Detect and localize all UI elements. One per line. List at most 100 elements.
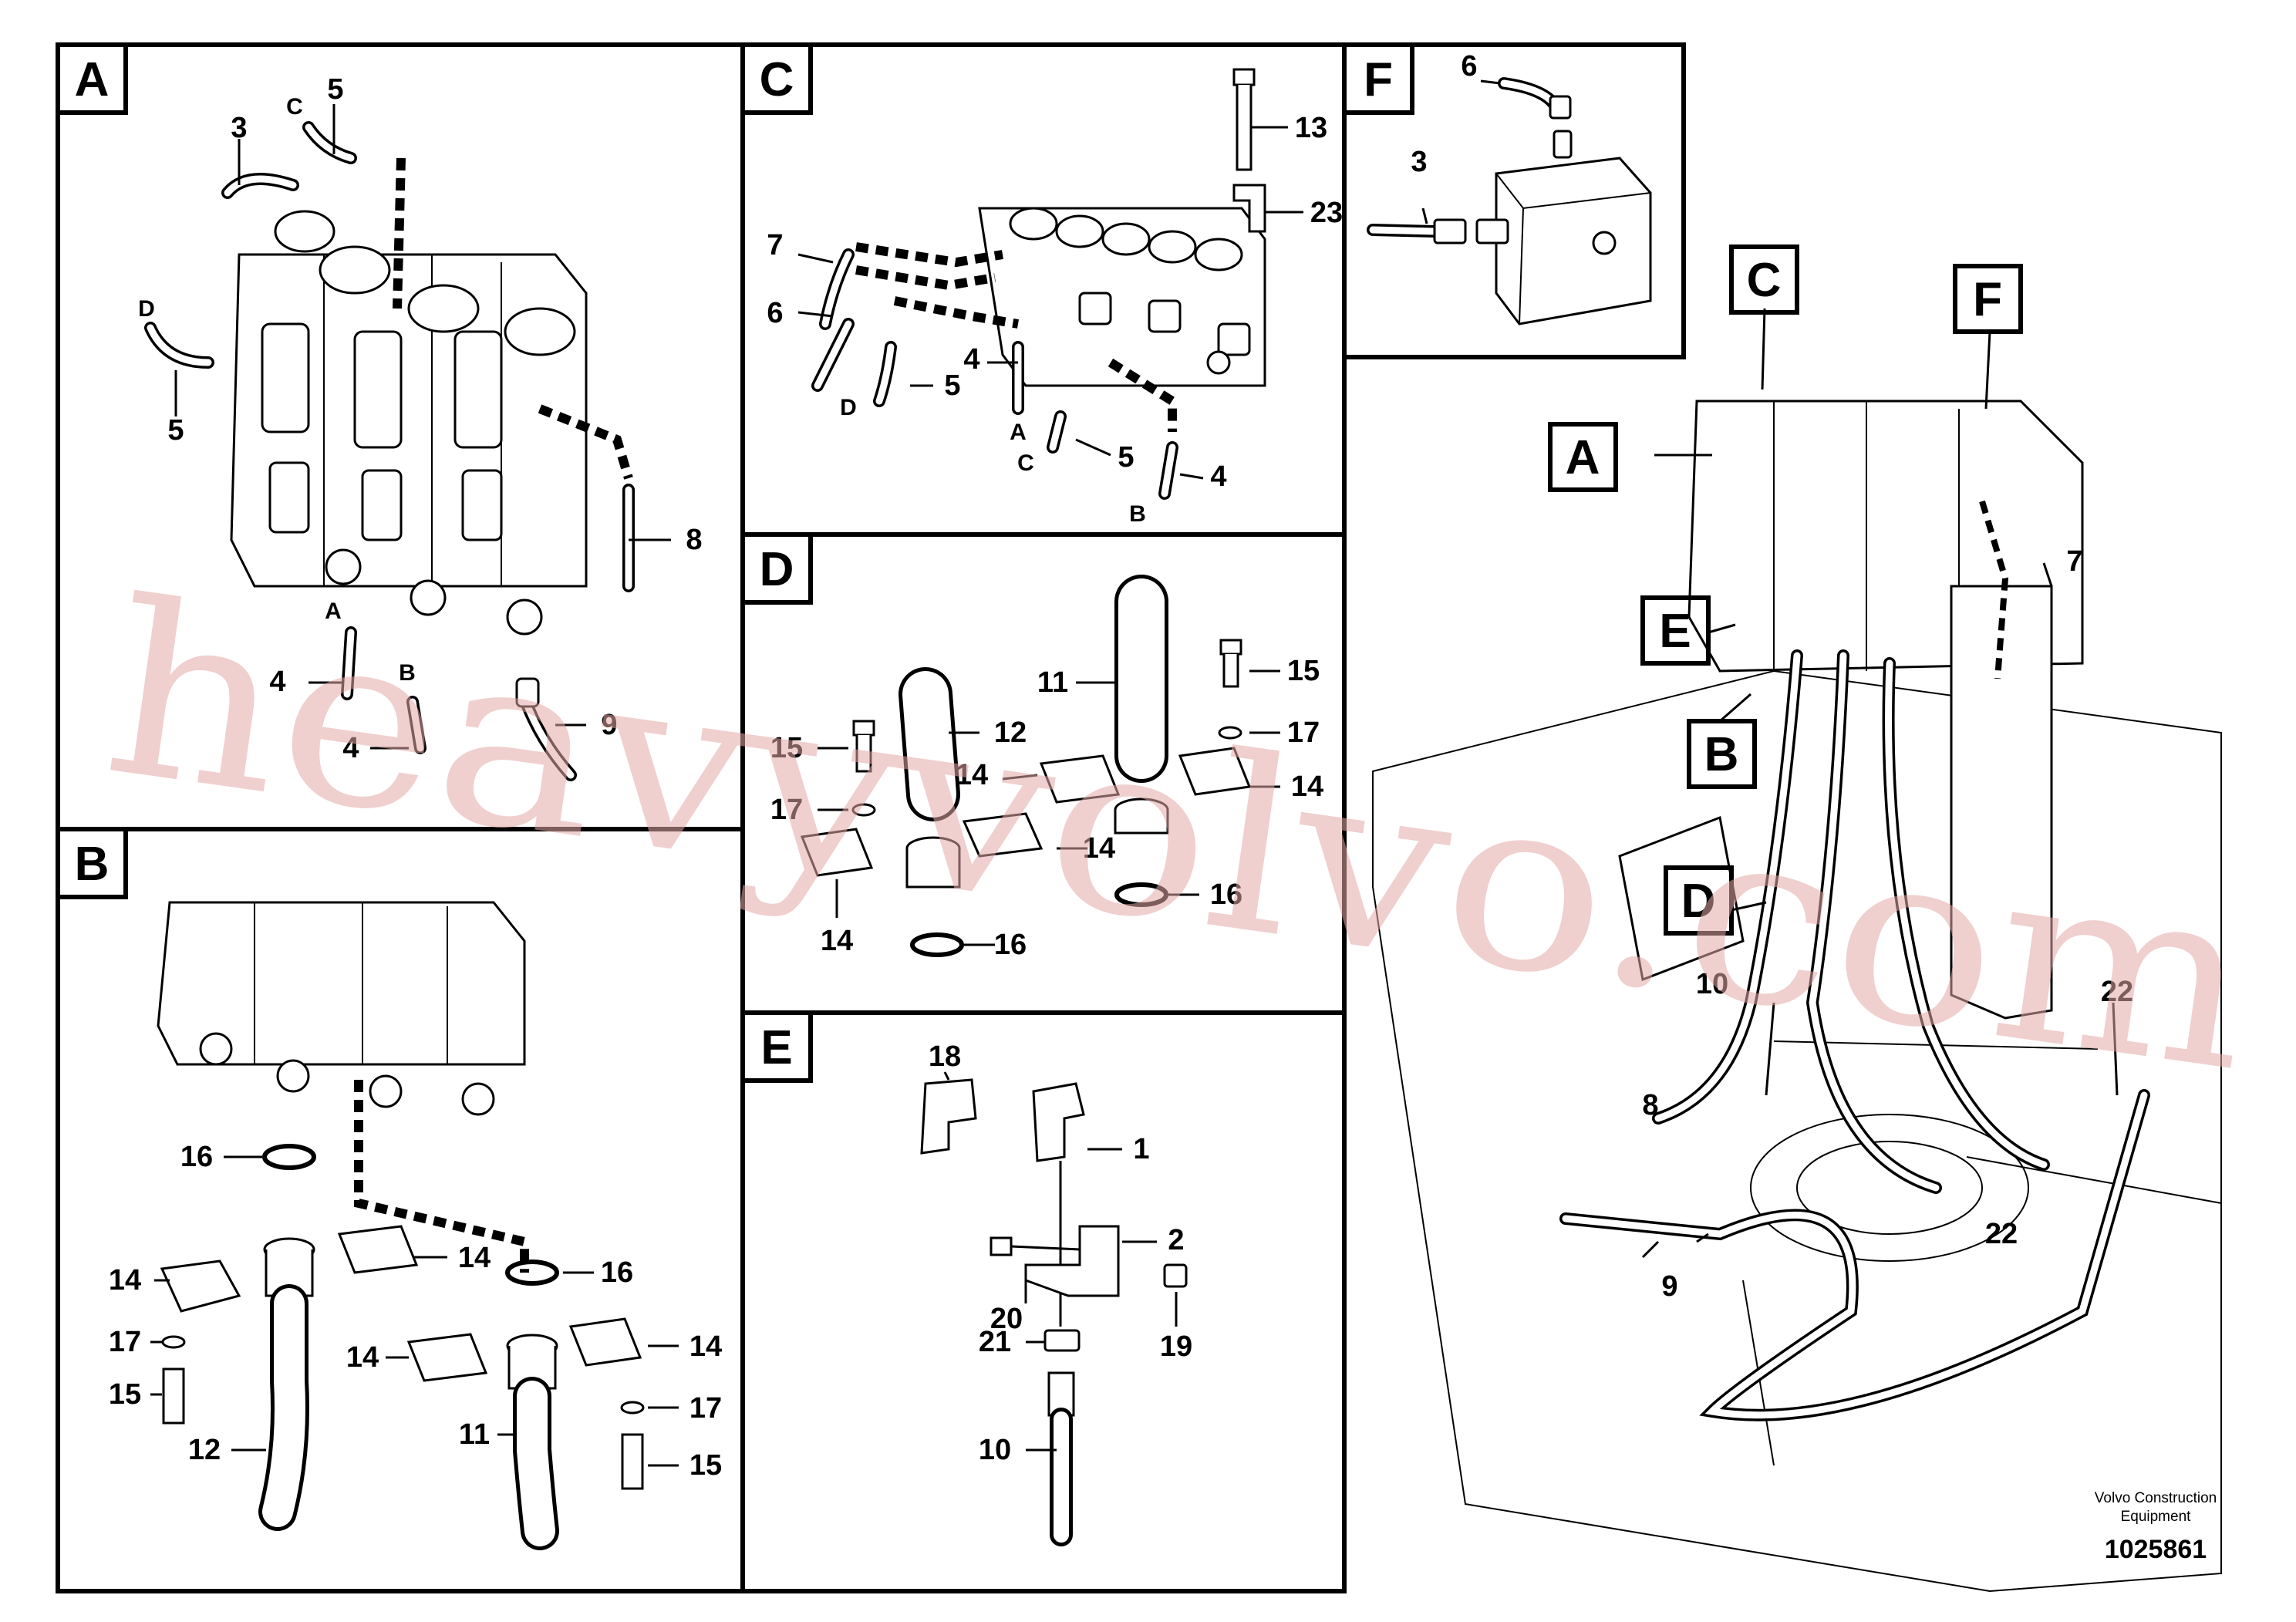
callout-d-11: 11	[1037, 666, 1068, 699]
callout-d-14-2: 14	[1083, 832, 1115, 865]
callout-a-9: 9	[601, 709, 617, 741]
callout-a-5-top: 5	[327, 73, 343, 106]
svg-text:B: B	[1704, 728, 1739, 781]
svg-text:C: C	[1747, 254, 1782, 307]
svg-text:A: A	[1566, 431, 1600, 484]
callout-e-21: 21	[979, 1326, 1011, 1358]
panel-b-tab: B	[56, 827, 128, 899]
callout-c-5-1: 5	[944, 369, 960, 402]
panel-e-callouts: 18 1 2 20 21 19 10	[929, 1040, 1192, 1466]
overview-drawing	[1372, 308, 2222, 1593]
panel-b-callouts: 16 16 14 14 14 14 17 17 15 15 12 11	[109, 1141, 722, 1482]
callout-b-11: 11	[459, 1418, 490, 1451]
callout-overview-7: 7	[2066, 545, 2082, 578]
overview-callout-b: B	[1687, 719, 1757, 789]
callout-b-15-right: 15	[689, 1449, 722, 1482]
callout-c-letter-d: D	[840, 395, 857, 420]
callout-c-letter-a: A	[1010, 420, 1027, 445]
panel-b-drawing	[150, 901, 679, 1550]
callout-c-4-1: 4	[963, 343, 979, 376]
panel-e-drawing	[920, 1071, 1188, 1546]
svg-text:F: F	[1973, 273, 2002, 326]
panel-e-tab-label: E	[760, 1021, 792, 1074]
overview-callout-a: A	[1548, 422, 1618, 492]
callout-c-6: 6	[767, 297, 783, 329]
overview-callout-f: F	[1953, 264, 2023, 334]
credit-line-2: Equipment	[2121, 1509, 2192, 1525]
panel-a-tab-label: A	[75, 53, 110, 106]
callout-overview-8: 8	[1642, 1089, 1658, 1121]
callout-e-20: 20	[990, 1303, 1023, 1335]
callout-b-14-3: 14	[346, 1341, 379, 1374]
panel-a-callouts: 3 5 C D 5 8 A 4 B 4 9	[138, 73, 702, 764]
callout-overview-9: 9	[1661, 1270, 1677, 1303]
callout-c-4-2: 4	[1210, 460, 1226, 493]
callout-b-16-right: 16	[601, 1256, 633, 1289]
panel-c-callouts: 13 23 7 6 D 5 4 A C 5 4 B	[767, 112, 1343, 527]
callout-d-14-4: 14	[821, 925, 853, 957]
callout-e-19: 19	[1160, 1330, 1192, 1363]
callout-b-14-2: 14	[458, 1242, 491, 1274]
overview-callouts: 7 10 8 9 22 22	[1642, 545, 2133, 1303]
panel-e-frame	[740, 1010, 1347, 1593]
callout-a-4-a: 4	[269, 666, 285, 698]
panel-b-tab-label: B	[75, 838, 110, 891]
panel-f-frame	[1342, 42, 1686, 359]
callout-d-17-left: 17	[770, 794, 803, 826]
callout-a-4-b: 4	[342, 732, 359, 764]
overview-callout-e: E	[1640, 595, 1711, 666]
callout-f-6: 6	[1461, 50, 1477, 83]
panel-f-callouts: 6 3	[1411, 50, 1477, 178]
callout-c-5-2: 5	[1118, 441, 1134, 474]
callout-d-14-3: 14	[1291, 771, 1323, 803]
callout-c-letter-b: B	[1129, 501, 1146, 527]
callout-overview-22-top: 22	[2101, 976, 2133, 1008]
panel-d-tab: D	[740, 532, 813, 605]
callout-d-17-right: 17	[1287, 717, 1320, 749]
panel-e-tab: E	[740, 1010, 813, 1083]
panel-c-tab-label: C	[760, 53, 794, 106]
callout-a-letter-d: D	[138, 296, 155, 322]
panel-a-tab: A	[56, 42, 128, 115]
callout-d-16-left: 16	[994, 929, 1027, 961]
callout-d-15-right: 15	[1287, 655, 1320, 687]
callout-b-17-right: 17	[689, 1392, 722, 1425]
overview-callout-c: C	[1729, 244, 1799, 315]
panel-f-tab-label: F	[1364, 53, 1393, 106]
callout-c-7: 7	[767, 229, 783, 261]
callout-a-letter-b: B	[399, 660, 416, 686]
callout-e-10: 10	[979, 1434, 1011, 1466]
panel-a-drawing	[144, 104, 671, 781]
callout-a-3: 3	[231, 112, 247, 144]
callout-e-18: 18	[929, 1040, 961, 1073]
panel-f-drawing	[1367, 77, 1652, 325]
credit-line-1: Volvo Construction	[2095, 1490, 2217, 1506]
callout-c-23: 23	[1310, 197, 1343, 229]
callout-f-3: 3	[1411, 146, 1427, 178]
panel-f-tab: F	[1342, 42, 1414, 115]
callout-b-14-1: 14	[109, 1264, 141, 1297]
panel-d-tab-label: D	[760, 543, 794, 596]
callout-d-12: 12	[994, 717, 1027, 749]
callout-c-letter-c: C	[1017, 450, 1034, 476]
overview-tab-callouts: C F A E B D	[1548, 244, 2023, 936]
panel-c-drawing	[797, 68, 1303, 500]
callout-c-13: 13	[1295, 112, 1327, 144]
callout-a-5-left: 5	[167, 414, 184, 447]
callout-overview-22-bottom: 22	[1985, 1218, 2018, 1250]
svg-text:D: D	[1681, 875, 1716, 928]
callout-overview-10: 10	[1696, 968, 1728, 1000]
callout-b-15-left: 15	[109, 1378, 141, 1411]
callout-d-16-right: 16	[1210, 878, 1242, 911]
document-number: 1025861	[2105, 1535, 2207, 1564]
panel-c-tab: C	[740, 42, 813, 115]
callout-d-15-left: 15	[770, 732, 803, 764]
callout-b-16-left: 16	[180, 1141, 213, 1173]
panel-d-drawing	[800, 575, 1280, 957]
callout-e-2: 2	[1168, 1224, 1184, 1256]
callout-d-14-1: 14	[956, 759, 988, 791]
callout-b-14-4: 14	[689, 1330, 722, 1363]
callout-a-8: 8	[686, 524, 702, 556]
panel-d-callouts: 15 15 17 17 12 11 14 14 14 14 16 16	[770, 655, 1323, 961]
